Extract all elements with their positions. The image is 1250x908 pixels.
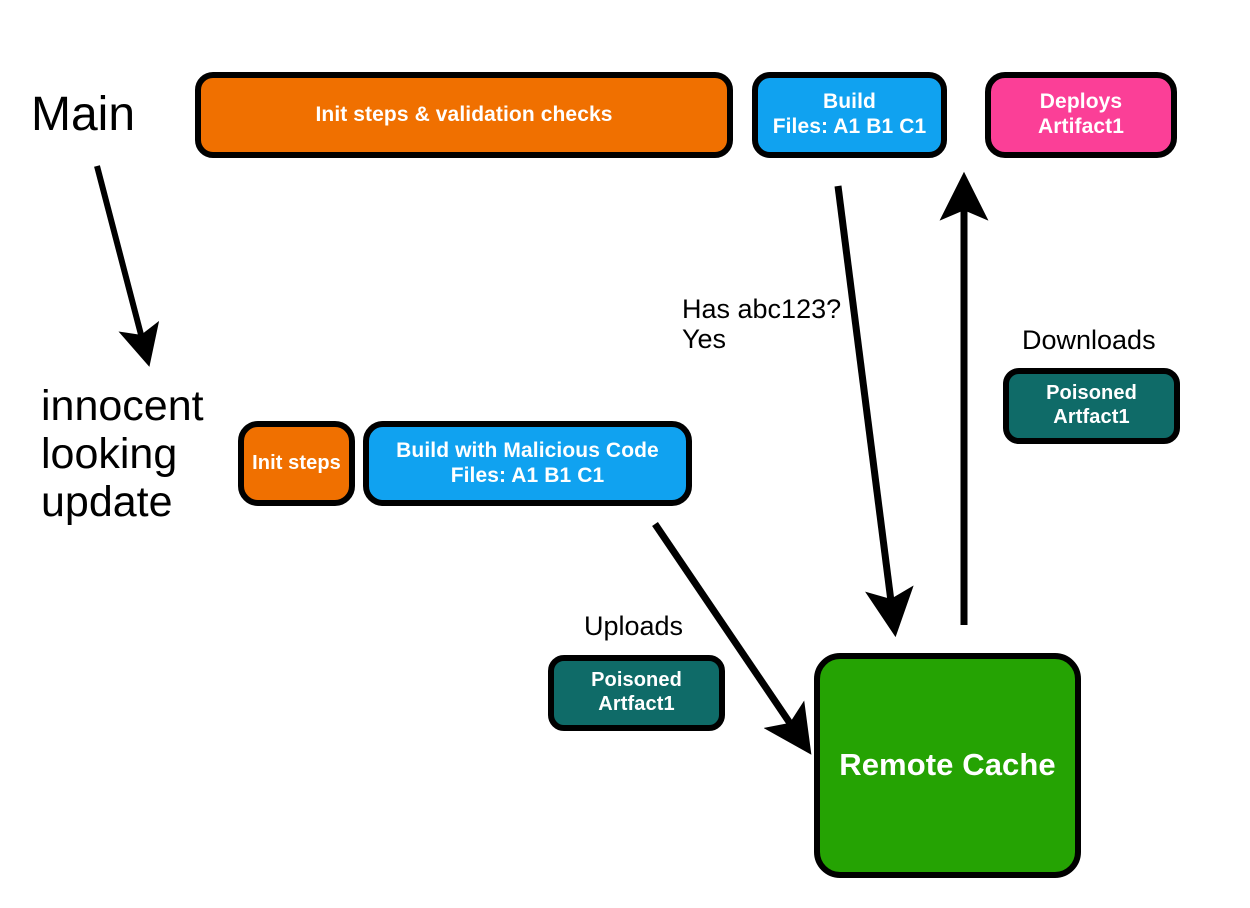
- node-poisoned-artifact-uploaded[interactable]: Poisoned Artfact1: [548, 655, 725, 731]
- node-poisoned-artifact-downloaded[interactable]: Poisoned Artfact1: [1003, 368, 1180, 444]
- arrow-main-to-branch: [94, 165, 160, 367]
- branch-label-main: Main: [31, 88, 136, 141]
- node-main-deploys-artifact[interactable]: Deploys Artifact1: [985, 72, 1177, 158]
- node-remote-cache[interactable]: Remote Cache: [814, 653, 1081, 878]
- node-main-build[interactable]: Build Files: A1 B1 C1: [752, 72, 947, 158]
- arrow-build-to-cache: [834, 185, 914, 638]
- node-malicious-build[interactable]: Build with Malicious Code Files: A1 B1 C…: [363, 421, 692, 506]
- node-main-init-steps[interactable]: Init steps & validation checks: [195, 72, 733, 158]
- edge-label-cache-lookup: Has abc123? Yes: [682, 294, 842, 355]
- edge-label-downloads: Downloads: [1022, 325, 1156, 355]
- node-malicious-init-steps[interactable]: Init steps: [238, 421, 355, 506]
- arrow-malbuild-to-cache: [652, 522, 812, 755]
- edge-label-uploads: Uploads: [584, 611, 684, 641]
- branch-label-innocent-update: innocent looking update: [41, 382, 204, 527]
